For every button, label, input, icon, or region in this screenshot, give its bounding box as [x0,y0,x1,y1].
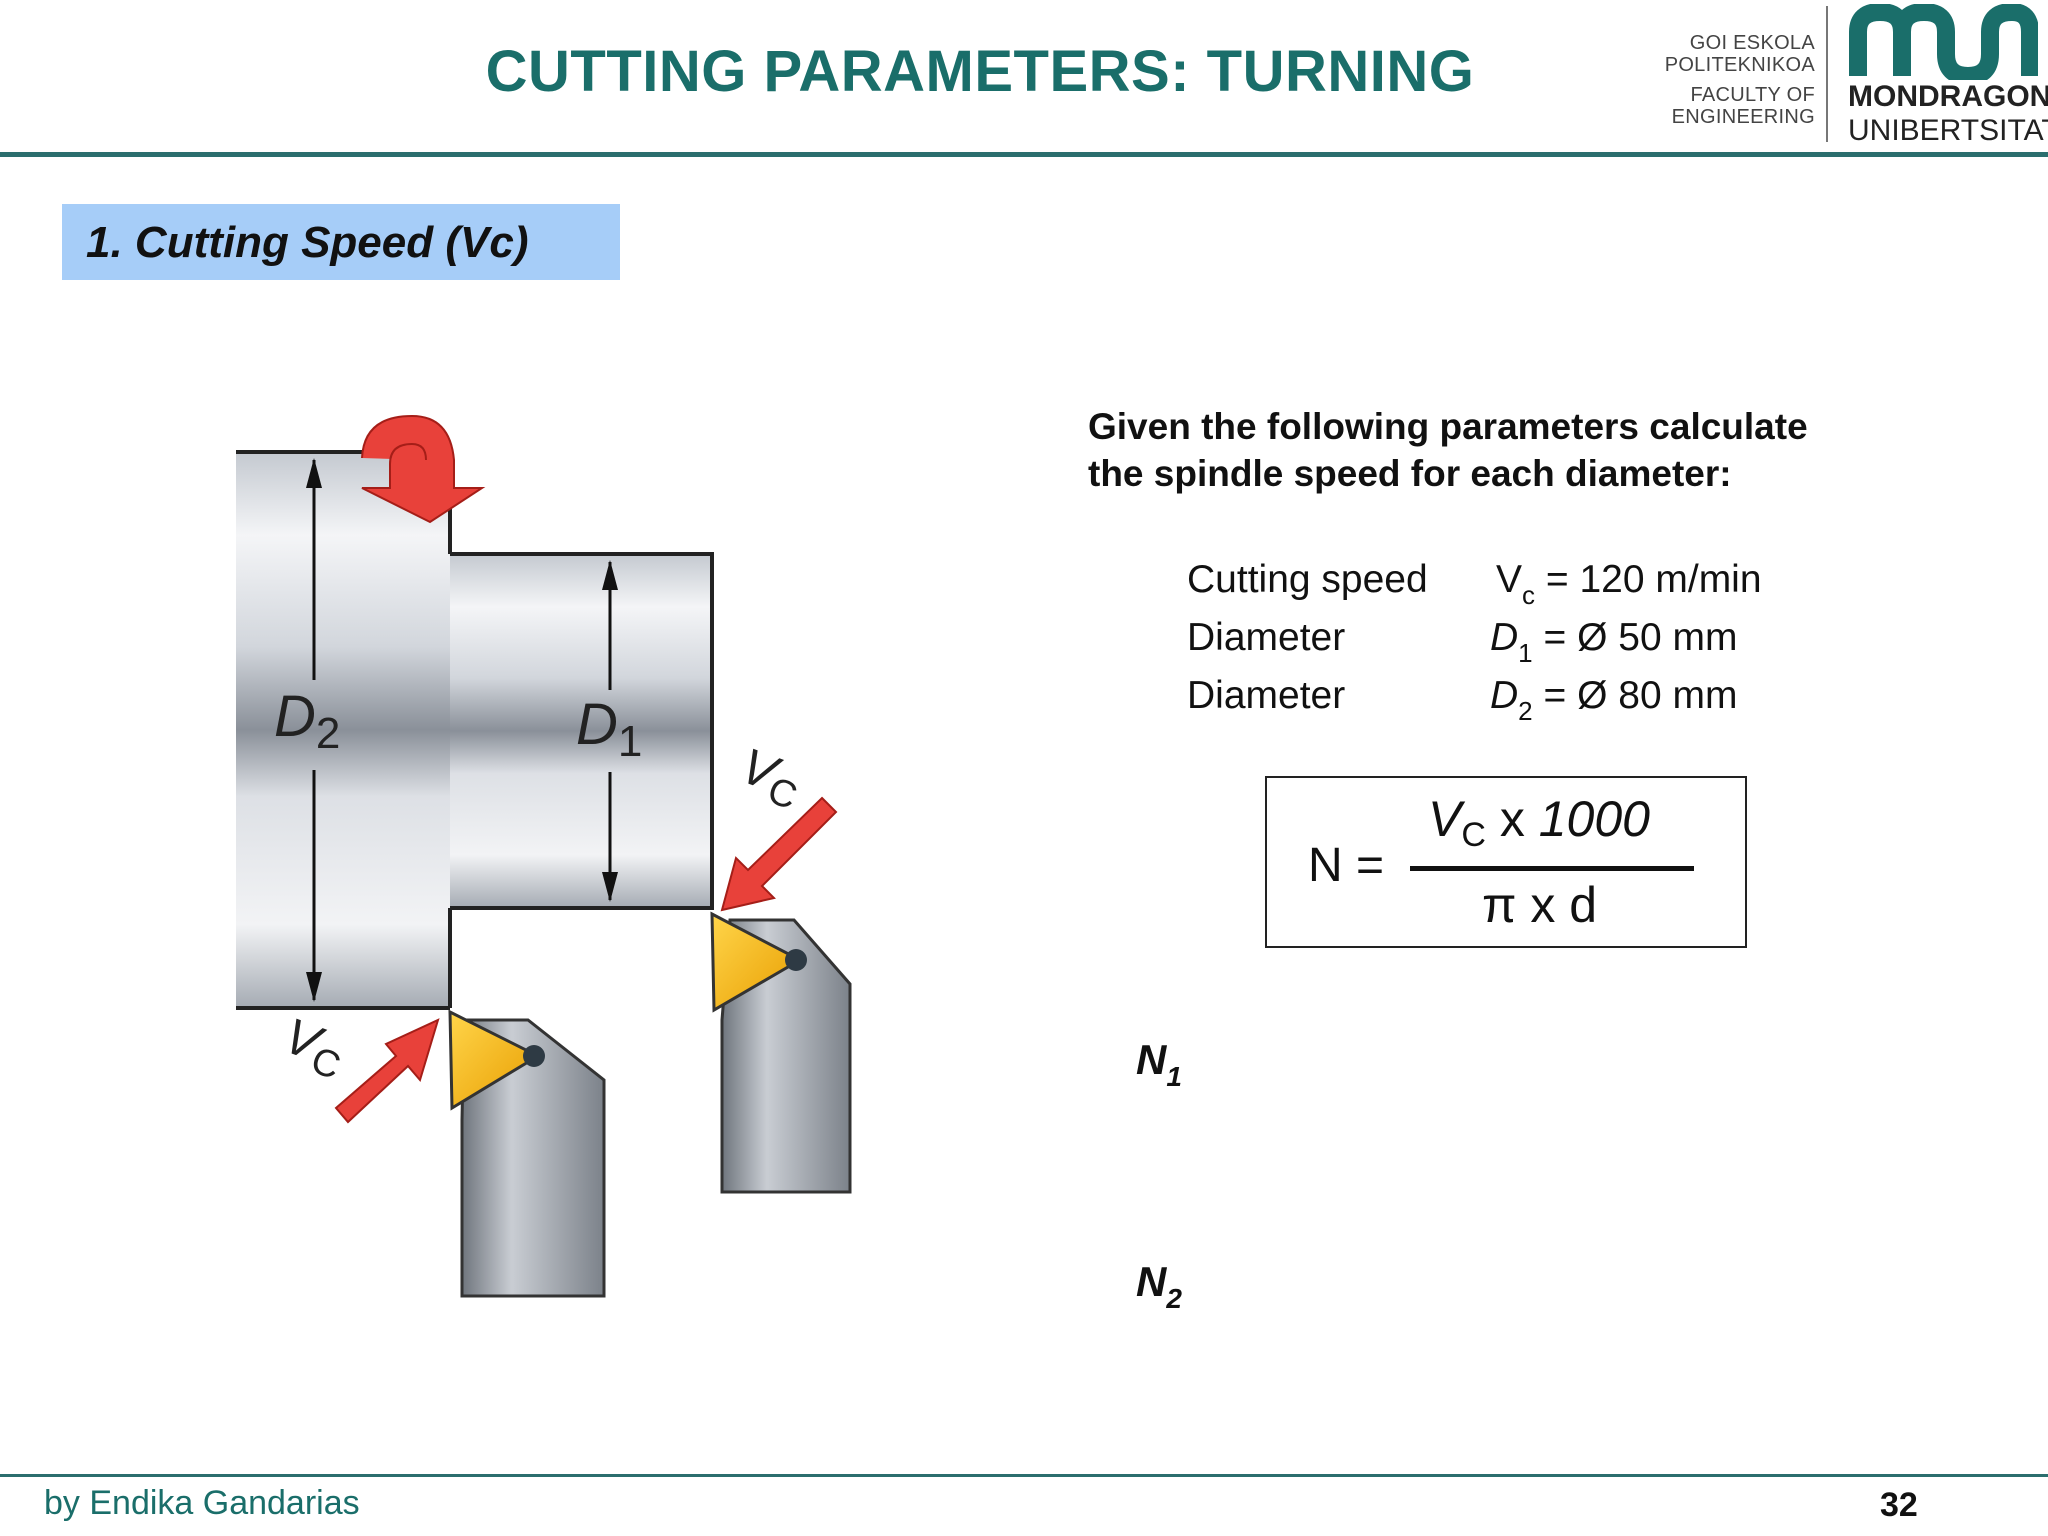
vc-arrow-right-icon [720,796,838,912]
formula-subscript: C [1461,816,1486,854]
footer-author: by Endika Gandarias [44,1484,360,1522]
insert-screw-icon [785,949,807,971]
d1-label-sub: 1 [618,717,642,766]
logo-school-name: GOI ESKOLA POLITEKNIKOA [1630,32,1815,76]
d2-label-sub: 2 [316,709,340,758]
workpiece-large-diameter [236,452,450,1008]
answer-subscript: 1 [1166,1061,1182,1092]
logo-faculty-name: FACULTY OF ENGINEERING [1630,84,1815,128]
d2-arrow-up-icon [306,458,322,488]
svg-text:D2: D2 [274,684,340,758]
fraction-bar [1410,866,1694,871]
param-label-cutting-speed: Cutting speed [1187,558,1428,601]
rotation-arrow-icon [361,414,486,524]
svg-text:D1: D1 [576,692,642,766]
vc-arrow-left-icon [334,1018,440,1124]
param-subscript: 1 [1518,638,1533,668]
formula-denominator: π x d [1482,877,1598,933]
answer-symbol: N [1136,1258,1167,1305]
workpiece-small-diameter [450,554,712,908]
d2-arrow-down-icon [306,972,322,1002]
logo-line: ENGINEERING [1671,106,1815,128]
d1-arrow-up-icon [602,560,618,590]
logo-divider [1826,6,1828,142]
param-label-diameter-1: Diameter [1187,616,1346,659]
logo-line: FACULTY OF [1690,84,1815,106]
param-value-diameter-2: D2 = Ø 80 mm [1490,674,1738,726]
param-symbol: D [1490,616,1519,659]
answer-n1: N1 [1136,1036,1182,1092]
prompt-line: Given the following parameters calculate [1088,406,1808,447]
param-subscript: c [1522,580,1536,610]
logo-brand-line: UNIBERTSITATEA [1848,114,2048,147]
section-title: 1. Cutting Speed (Vc) [86,218,529,267]
param-value: = Ø 50 mm [1532,616,1738,659]
section-header-box [62,204,620,280]
answer-subscript: 2 [1166,1283,1182,1314]
d1-label: D [576,692,618,757]
formula-box [1265,776,1747,948]
cutting-insert-left [448,1009,542,1111]
param-value-cutting-speed: Vc = 120 m/min [1496,558,1762,610]
param-subscript: 2 [1518,696,1533,726]
cutting-insert-right [710,911,804,1013]
page-number: 32 [1880,1486,1918,1524]
formula-constant: 1000 [1538,791,1650,847]
svg-text:VC: VC [731,737,810,818]
tool-holder-left [460,1018,606,1298]
header-divider [0,152,2048,157]
param-label-diameter-2: Diameter [1187,674,1346,717]
answer-symbol: N [1136,1036,1167,1083]
prompt-line: the spindle speed for each diameter: [1088,453,1732,494]
formula-lhs: N = [1308,839,1385,892]
svg-text:VC: VC [274,1007,353,1088]
answer-n2: N2 [1136,1258,1182,1314]
formula-symbol: V [1428,791,1462,847]
d1-arrow-down-icon [602,872,618,902]
d2-label: D [274,684,316,749]
footer-divider [0,1474,2048,1477]
formula-operator: x [1485,791,1539,847]
page-title: CUTTING PARAMETERS: TURNING [485,39,1475,104]
param-value: = Ø 80 mm [1532,674,1738,717]
logo-line: POLITEKNIKOA [1664,54,1815,76]
logo-line: GOI ESKOLA [1689,32,1815,54]
param-symbol: V [1496,558,1523,601]
turning-diagram: D2 D1 VC VC [236,414,852,1298]
param-symbol: D [1490,674,1519,717]
param-value: = 120 m/min [1535,558,1762,601]
insert-screw-icon [523,1045,545,1067]
logo-brand-line: MONDRAGON [1848,80,2048,113]
param-value-diameter-1: D1 = Ø 50 mm [1490,616,1738,668]
formula-numerator: VC x 1000 [1428,790,1650,854]
mondragon-logo-icon [1849,4,2038,80]
